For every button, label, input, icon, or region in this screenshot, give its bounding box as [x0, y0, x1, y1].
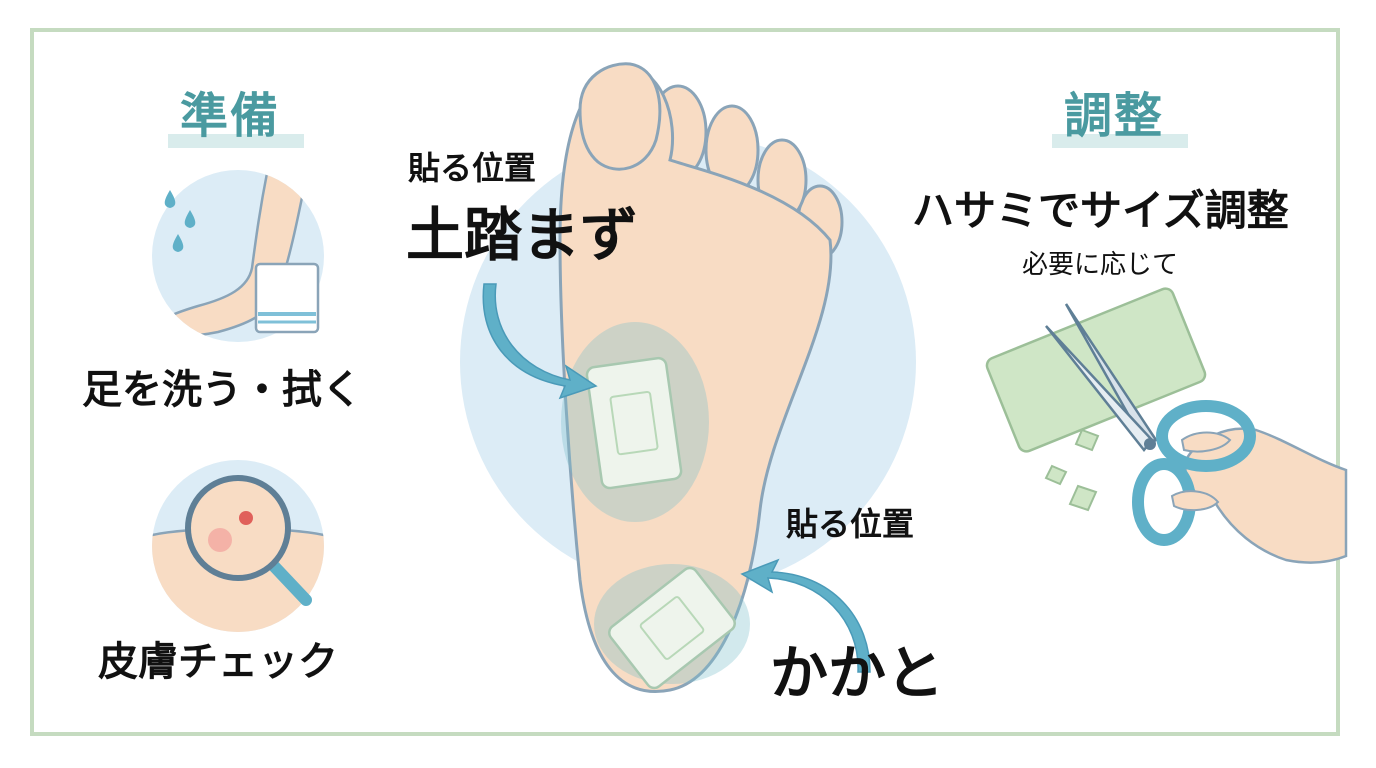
- heel-position-label: 貼る位置: [786, 505, 915, 543]
- wash-foot-illustration: [152, 170, 324, 342]
- finger: [1180, 431, 1232, 453]
- skin-check-label: 皮膚チェック: [98, 639, 338, 685]
- preparation-heading: 準備: [180, 88, 281, 144]
- right-heading-underline: [1052, 134, 1188, 148]
- scissors-cutting-illustration: [985, 287, 1348, 564]
- outer-frame: [30, 28, 1340, 736]
- scissor-size-title: ハサミでサイズ調整: [912, 186, 1289, 235]
- patch-sheet: [985, 287, 1207, 453]
- as-needed-subtitle: 必要に応じて: [1022, 250, 1179, 280]
- water-drop-icon: [184, 210, 196, 228]
- arch-position-label: 貼る位置: [408, 149, 537, 187]
- foot-sole-illustration: [460, 62, 916, 693]
- skin-check-illustration: [152, 460, 324, 632]
- heel-label: かかと: [770, 639, 945, 707]
- cut-piece: [1074, 428, 1100, 452]
- water-drop-icon: [164, 190, 176, 208]
- water-drop-icon: [172, 234, 184, 252]
- arch-arrow-icon: [482, 283, 598, 400]
- heel-patch: [608, 566, 736, 690]
- scissors-handle: [1156, 400, 1256, 472]
- scissors-icon: [1045, 303, 1256, 546]
- left-heading-underline: [168, 134, 304, 148]
- magnifier-icon: [185, 475, 312, 606]
- cut-piece: [1044, 464, 1068, 486]
- towel-icon: [254, 262, 320, 334]
- arch-patch: [585, 356, 683, 490]
- sole-shape: [558, 67, 833, 693]
- finger: [1170, 490, 1220, 512]
- arch-label: 土踏まず: [406, 201, 639, 269]
- toe-big: [578, 62, 662, 171]
- wash-feet-label: 足を洗う・拭く: [82, 367, 362, 413]
- heel-arrow-icon: [740, 558, 871, 673]
- adjustment-heading: 調整: [1064, 88, 1165, 144]
- cut-piece: [1068, 484, 1098, 512]
